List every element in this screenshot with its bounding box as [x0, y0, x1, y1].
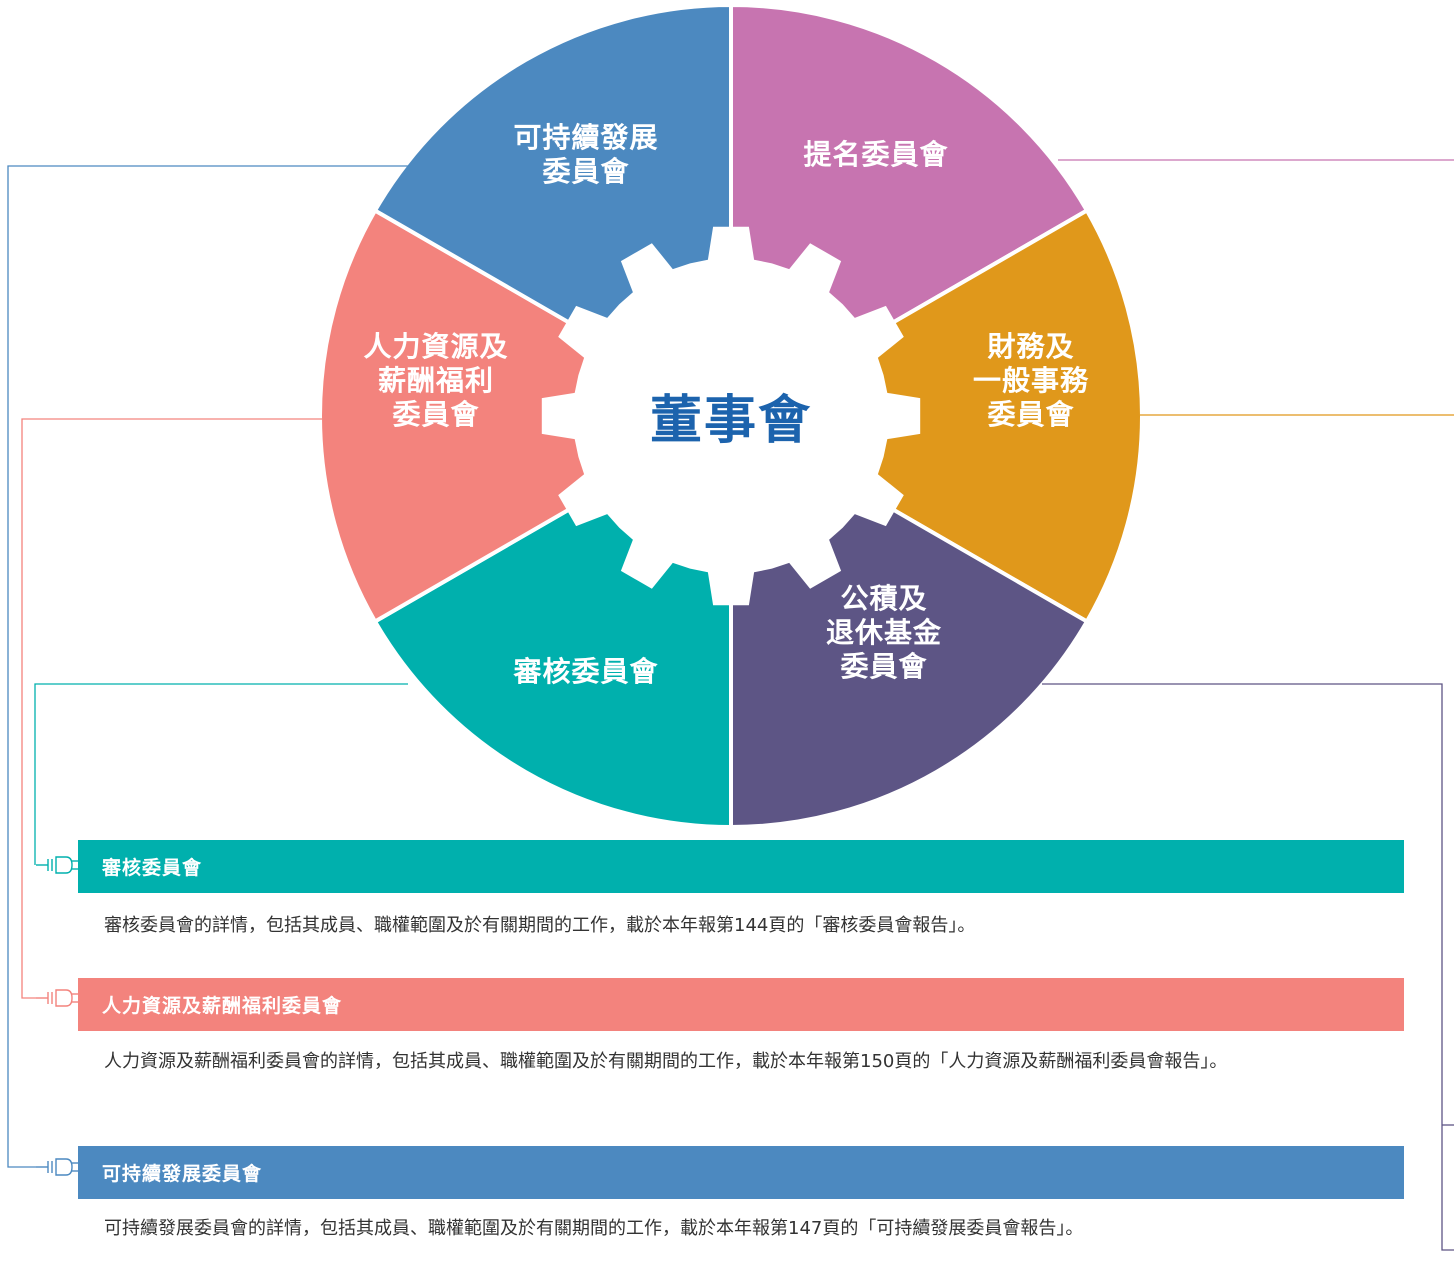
sustainability-section-header: 可持續發展委員會 [78, 1146, 1404, 1199]
plug-icon-sustainability [36, 1158, 78, 1176]
segment-label-nomination-0: 提名委員會 [803, 138, 948, 171]
hr-section-text: 人力資源及薪酬福利委員會的詳情，包括其成員、職權範圍及於有關期間的工作，載於本年… [104, 1051, 1228, 1072]
board-label: 董事會 [650, 391, 812, 451]
segment-label-hr-1: 薪酬福利 [378, 364, 494, 397]
connector-audit [34, 683, 408, 865]
sustainability-section-title: 可持續發展委員會 [102, 1163, 263, 1185]
connector-provident [1042, 683, 1454, 1251]
plug-icons [36, 856, 78, 1176]
hr-section-title: 人力資源及薪酬福利委員會 [102, 995, 343, 1017]
segment-label-provident-1: 退休基金 [826, 616, 942, 649]
sustainability-section-text: 可持續發展委員會的詳情，包括其成員、職權範圍及於有關期間的工作，載於本年報第14… [104, 1218, 1084, 1239]
segment-label-finance-0: 財務及 [987, 330, 1074, 363]
segment-label-finance-1: 一般事務 [973, 364, 1089, 397]
segment-label-audit-0: 審核委員會 [512, 655, 658, 688]
segment-label-provident-2: 委員會 [839, 650, 927, 683]
plug-icon-hr [36, 989, 78, 1007]
board-gear [541, 226, 921, 606]
segment-label-hr-0: 人力資源及 [363, 330, 508, 363]
plug-icon-audit [36, 856, 78, 874]
audit-section-header: 審核委員會 [78, 840, 1404, 893]
hr-section-header: 人力資源及薪酬福利委員會 [78, 978, 1404, 1031]
segment-label-sustainability-1: 委員會 [541, 155, 629, 188]
segment-label-hr-2: 委員會 [391, 398, 479, 431]
connector-sustainability [7, 165, 408, 1168]
segment-label-finance-2: 委員會 [986, 398, 1074, 431]
audit-section-title: 審核委員會 [102, 857, 203, 879]
connector-hr [21, 418, 322, 999]
segment-hr [318, 207, 735, 625]
audit-section-text: 審核委員會的詳情，包括其成員、職權範圍及於有關期間的工作，載於本年報第144頁的… [104, 915, 976, 936]
segment-label-sustainability-0: 可持續發展 [513, 121, 658, 154]
segment-finance [726, 207, 1145, 625]
segment-label-provident-0: 公積及 [840, 582, 927, 615]
